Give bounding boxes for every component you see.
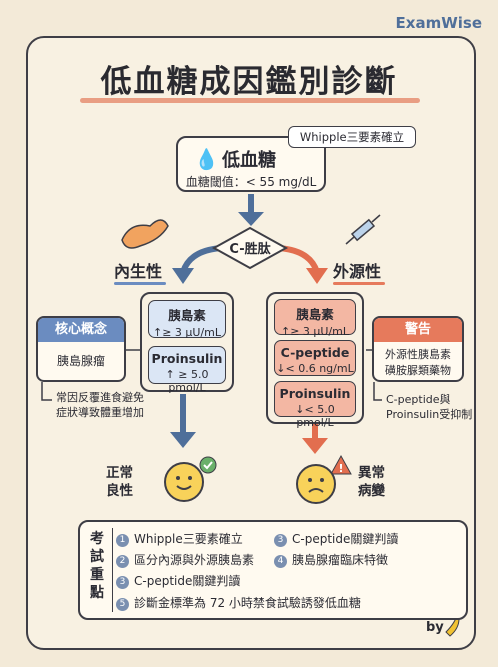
exo-insulin-box: 胰島素 ↑≥ 3 μU/mL xyxy=(274,299,356,338)
threshold-text: 血糖閾值：< 55 mg/dL xyxy=(185,175,317,189)
exam-points-divider xyxy=(112,528,113,612)
exam-point-text: 區分內源與外源胰島素 xyxy=(134,553,255,567)
arrowhead-endogenous xyxy=(172,268,194,284)
endo-insulin-name: 胰島素 xyxy=(168,308,206,323)
core-concept-body: 胰島腺瘤 xyxy=(56,354,105,368)
sad-face-features xyxy=(308,478,324,493)
exam-point-number: 1 xyxy=(116,534,129,547)
abnormal-line-2: 病變 xyxy=(358,483,385,499)
exo-cpeptide-box: C-peptide ↓< 0.6 ng/mL xyxy=(274,340,356,376)
connector-right-note xyxy=(373,382,382,401)
check-badge-icon xyxy=(199,456,217,474)
exo-proinsulin-value: ↓< 5.0 pmol/L xyxy=(295,403,335,429)
exam-points-title: 考試重點 xyxy=(90,531,104,601)
exam-point-number: 2 xyxy=(116,555,129,568)
exam-point-2: 2 區分內源與外源胰島素 xyxy=(116,551,254,568)
happy-face-features xyxy=(176,476,192,490)
exam-point-number: 5 xyxy=(116,598,129,611)
arrowhead-left-down xyxy=(170,432,196,448)
pancreas-icon xyxy=(121,219,169,249)
exo-cpeptide-name: C-peptide xyxy=(280,345,350,360)
exam-points-box xyxy=(78,520,468,620)
exam-point-text: Whipple三要素確立 xyxy=(134,532,243,546)
decision-label: C-胜肽 xyxy=(229,242,271,257)
svg-text:!: ! xyxy=(338,462,343,475)
blood-drop-icon: 💧 xyxy=(194,147,219,171)
exam-point-number: 3 xyxy=(116,576,129,589)
exo-cpeptide-value: ↓< 0.6 ng/mL xyxy=(276,362,354,375)
exo-insulin-name: 胰島素 xyxy=(296,307,334,322)
core-concept-box: 核心概念 胰島腺瘤 xyxy=(36,316,126,382)
exam-point-1: 1 Whipple三要素確立 xyxy=(116,530,243,547)
sad-face-icon xyxy=(296,464,336,504)
exo-insulin-value: ↑≥ 3 μU/mL xyxy=(280,325,350,338)
arrowhead-start xyxy=(238,212,264,226)
brand-logo: ExamWise xyxy=(395,14,482,32)
exam-point-3: 3 C-peptide關鍵判讀 xyxy=(116,572,240,589)
title-underline xyxy=(80,98,420,103)
exogenous-note-line-2: Proinsulin受抑制 xyxy=(386,408,473,421)
exogenous-note-line-1: C-peptide與 xyxy=(386,393,451,406)
signature: by xyxy=(426,620,444,635)
endogenous-underline xyxy=(114,282,166,285)
benign-line-2: 良性 xyxy=(106,483,133,499)
exam-point-4: 4 胰島腺瘤臨床特徵 xyxy=(274,551,388,568)
warning-box: 警告 外源性胰島素 磺胺脲類藥物 xyxy=(372,316,464,382)
arrowhead-exogenous xyxy=(306,268,328,284)
endo-insulin-value: ↑≥ 3 μU/mL xyxy=(152,326,222,339)
exo-proinsulin-box: Proinsulin ↓< 5.0 pmol/L xyxy=(274,381,356,429)
benign-line-1: 正常 xyxy=(106,465,133,481)
endo-proinsulin-name: Proinsulin xyxy=(151,351,223,366)
exam-point-text: C-peptide關鍵判讀 xyxy=(134,574,241,588)
warning-title: 警告 xyxy=(374,318,462,342)
syringe-icon xyxy=(345,214,381,245)
abnormal-line-1: 異常 xyxy=(358,465,385,481)
endogenous-note-line-2: 症狀導致體重增加 xyxy=(56,406,144,419)
exam-point-number: 4 xyxy=(274,555,287,568)
endo-proinsulin-box: Proinsulin ↑ ≥ 5.0 pmol/L xyxy=(148,346,226,394)
exam-point-number: 3 xyxy=(274,534,287,547)
warning-triangle-icon xyxy=(330,454,352,475)
endo-insulin-box: 胰島素 ↑≥ 3 μU/mL xyxy=(148,300,226,339)
exogenous-label: 外源性 xyxy=(333,262,382,281)
endo-proinsulin-value: ↑ ≥ 5.0 pmol/L xyxy=(165,368,209,394)
endogenous-note-line-1: 常因反覆進食避免 xyxy=(56,391,144,404)
exogenous-underline xyxy=(333,282,385,285)
decision-diamond xyxy=(211,226,289,270)
abnormal-outcome-label: 異常 病變 xyxy=(358,464,385,500)
exam-point-5: 5 診斷金標準為 72 小時禁食試驗誘發低血糖 xyxy=(116,594,361,611)
connector-left-note xyxy=(41,382,52,401)
exam-point-text: C-peptide關鍵判讀 xyxy=(292,532,399,546)
happy-face-icon xyxy=(164,462,204,502)
page-title: 低血糖成因鑑別診斷 xyxy=(100,64,398,100)
whipple-tag: Whipple三要素確立 xyxy=(288,126,416,148)
hypoglycemia-label: 低血糖 xyxy=(222,150,276,171)
exogenous-panel: 胰島素 ↑≥ 3 μU/mL C-peptide ↓< 0.6 ng/mL Pr… xyxy=(266,292,364,429)
endogenous-panel: 胰島素 ↑≥ 3 μU/mL Proinsulin ↑ ≥ 5.0 pmol/L xyxy=(140,292,234,394)
exogenous-note: C-peptide與 Proinsulin受抑制 xyxy=(386,392,472,422)
endogenous-note: 常因反覆進食避免 症狀導致體重增加 xyxy=(56,390,144,420)
endogenous-label: 內生性 xyxy=(114,262,163,281)
core-concept-title: 核心概念 xyxy=(38,318,124,342)
exam-point-text: 診斷金標準為 72 小時禁食試驗誘發低血糖 xyxy=(134,596,361,610)
exam-point-text: 胰島腺瘤臨床特徵 xyxy=(292,553,389,567)
warning-line-2: 磺胺脲類藥物 xyxy=(385,364,451,377)
arrowhead-right-down xyxy=(302,438,328,454)
exo-proinsulin-name: Proinsulin xyxy=(279,386,351,401)
exam-point-3b: 3 C-peptide關鍵判讀 xyxy=(274,530,398,547)
benign-outcome-label: 正常 良性 xyxy=(106,464,133,500)
warning-line-1: 外源性胰島素 xyxy=(385,348,451,361)
